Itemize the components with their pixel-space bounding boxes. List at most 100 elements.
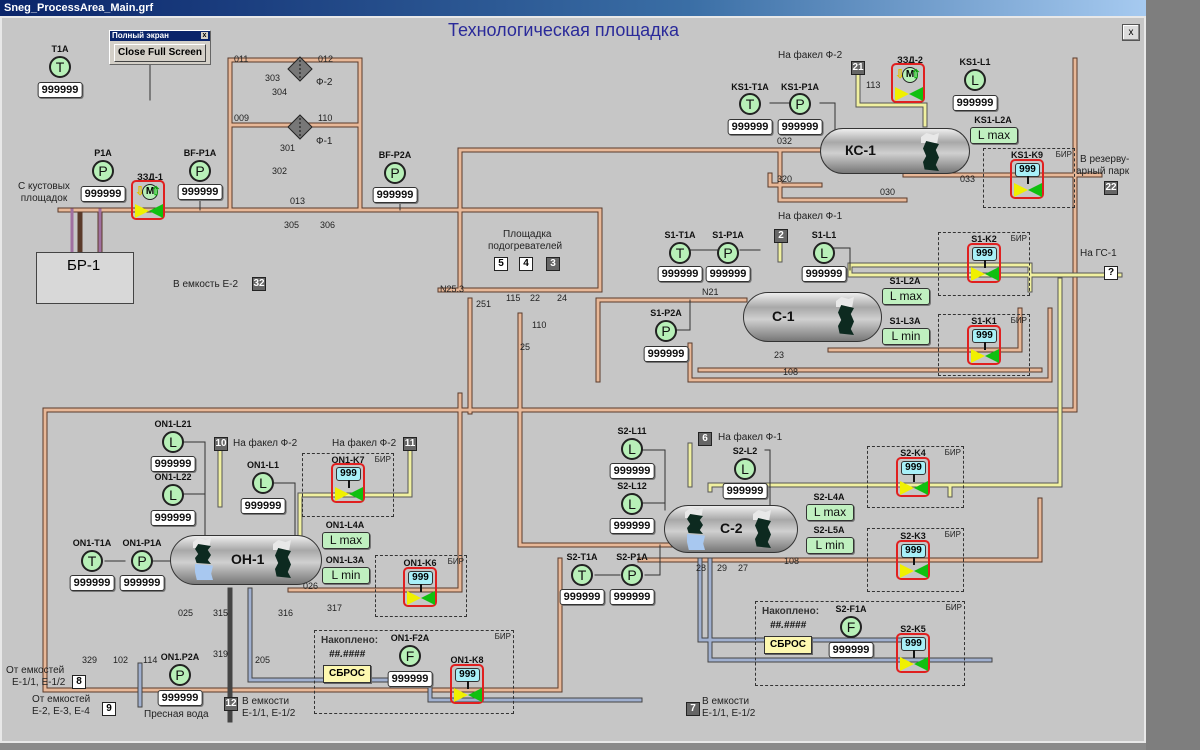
- level-icon: L: [162, 431, 184, 453]
- arrow-down-icon: ⇩: [895, 67, 906, 81]
- tag-label: ON1-P1A: [122, 538, 162, 548]
- destination-label: В емкости: [702, 696, 750, 707]
- valve-number: 302: [272, 166, 288, 176]
- connector-8[interactable]: 8: [72, 675, 86, 689]
- valve-right-icon: [349, 487, 363, 501]
- valve-right-icon: [909, 87, 923, 101]
- level-window: [687, 514, 703, 534]
- connector-5[interactable]: 5: [494, 257, 508, 271]
- destination-label: Е-1/1, Е-1/2: [702, 708, 756, 719]
- control-valve-on1-k6[interactable]: 999: [403, 567, 437, 607]
- tag-label: S2-L2: [732, 446, 758, 456]
- close-full-screen-button[interactable]: Close Full Screen: [114, 44, 206, 62]
- reset-button[interactable]: СБРОС: [323, 665, 371, 683]
- valve-number: 315: [213, 608, 229, 618]
- tag-label: KS1-L2A: [974, 115, 1012, 125]
- water-level: [195, 564, 213, 580]
- vessel-br1[interactable]: БР-1: [36, 252, 134, 304]
- motor-icon: M: [902, 67, 918, 83]
- connector-22[interactable]: 22: [1104, 181, 1118, 195]
- control-valve-on1-k7[interactable]: 999: [331, 463, 365, 503]
- control-valve-tag: ON1-K7: [331, 455, 365, 465]
- value-display: 999999: [559, 589, 605, 605]
- valve-number: 009: [234, 113, 250, 123]
- connector-10[interactable]: 10: [214, 437, 228, 451]
- vessel-c1[interactable]: С-1: [743, 292, 882, 342]
- valve-number: 305: [284, 220, 300, 230]
- valve-number: 28: [696, 563, 707, 573]
- connector-3[interactable]: 3: [546, 257, 560, 271]
- bir-label: БИР: [1055, 150, 1072, 159]
- tag-label: S1-L2A: [889, 276, 921, 286]
- tag-label: BF-P2A: [378, 150, 412, 160]
- valve-number: 27: [738, 563, 749, 573]
- close-window-button[interactable]: x: [1122, 24, 1140, 41]
- control-valve-s1-k1[interactable]: 999: [967, 325, 1001, 365]
- valve-stem: [467, 681, 469, 689]
- control-valve-s2-k5[interactable]: 999: [896, 633, 930, 673]
- valve-number: 304: [272, 87, 288, 97]
- destination-label: В емкости: [242, 696, 290, 707]
- vessel-name: С-2: [720, 520, 743, 536]
- valve-right-icon: [468, 688, 482, 702]
- vessel-c2[interactable]: С-2: [664, 505, 798, 553]
- control-valve-s2-k3[interactable]: 999: [896, 540, 930, 580]
- vessel-on1[interactable]: ОН-1: [170, 535, 322, 585]
- valve-number: 22: [530, 293, 541, 303]
- vessel-name: ОН-1: [231, 551, 265, 567]
- valve-number: 319: [213, 649, 229, 659]
- control-valve-s2-k4[interactable]: 999: [896, 457, 930, 497]
- page-title: Технологическая площадка: [448, 20, 679, 40]
- tag-label: BF-P1A: [183, 148, 217, 158]
- value-display: 999999: [240, 498, 286, 514]
- tank-park-label: арный парк: [1076, 166, 1130, 177]
- valve-number: 303: [265, 73, 281, 83]
- valve-number: 113: [866, 80, 881, 90]
- connector-21[interactable]: 21: [851, 61, 865, 75]
- vessel-name: С-1: [772, 308, 795, 324]
- valve-number: 030: [880, 187, 896, 197]
- valve-number: 317: [327, 603, 343, 613]
- drain-pipes: [70, 208, 102, 254]
- connector-2[interactable]: 2: [774, 229, 788, 243]
- valve-right-icon: [985, 349, 999, 363]
- bir-label: БИР: [447, 557, 464, 566]
- tag-label: S2-F1A: [835, 604, 867, 614]
- reset-button[interactable]: СБРОС: [764, 636, 812, 654]
- bir-label: БИР: [944, 530, 961, 539]
- valve-number: 110: [532, 320, 547, 330]
- vessel-name: КС-1: [845, 142, 876, 158]
- connector-9[interactable]: 9: [102, 702, 116, 716]
- tag-label: S2-L11: [617, 426, 647, 436]
- connector-unknown[interactable]: ?: [1104, 266, 1118, 280]
- bir-group-s2-k4: БИР: [867, 446, 964, 508]
- control-valve-on1-k8[interactable]: 999: [450, 664, 484, 704]
- vessel-ks1[interactable]: КС-1: [820, 128, 970, 174]
- value-display: 999999: [69, 575, 115, 591]
- valve-position: 999: [901, 544, 926, 558]
- tag-label: ON1.P2A: [160, 652, 200, 662]
- connector-6[interactable]: 6: [698, 432, 712, 446]
- connector-7[interactable]: 7: [686, 702, 700, 716]
- connector-11[interactable]: 11: [403, 437, 417, 451]
- connector-12[interactable]: 12: [224, 697, 238, 711]
- value-display: 999999: [157, 690, 203, 706]
- accumulated-label: Накоплено:: [321, 635, 379, 646]
- control-valve-ks1-k9[interactable]: 999: [1010, 159, 1044, 199]
- motor-valve-frame: ⇩ M ⇧: [891, 63, 925, 103]
- temperature-icon: T: [739, 93, 761, 115]
- tag-label: S1-P2A: [650, 308, 682, 318]
- control-valve-tag: S1-K2: [971, 234, 997, 244]
- pressure-icon: P: [717, 242, 739, 264]
- valve-number: 251: [476, 299, 492, 309]
- tag-label: ON1-T1A: [72, 538, 112, 548]
- close-icon[interactable]: x: [201, 32, 208, 39]
- valve-left-icon: [900, 564, 914, 578]
- value-display: 999999: [801, 266, 847, 282]
- connector-4[interactable]: 4: [519, 257, 533, 271]
- connector-32[interactable]: 32: [252, 277, 266, 291]
- control-valve-s1-k2[interactable]: 999: [967, 243, 1001, 283]
- tag-label: KS1-T1A: [731, 82, 769, 92]
